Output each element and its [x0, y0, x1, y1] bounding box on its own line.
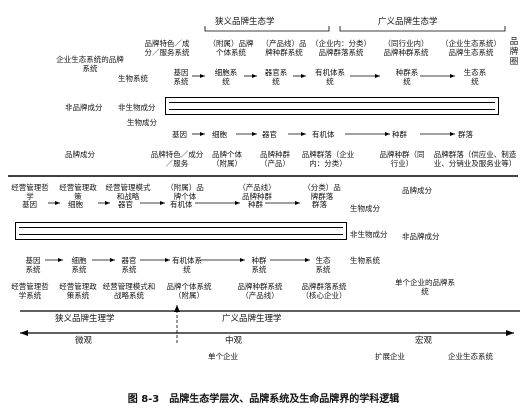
right-brand-component: 品牌成分 [402, 186, 432, 195]
enterprise-brand-system: 企业生态系统的品牌系统 [56, 55, 124, 73]
narrow-ecology-title: 狭义品牌生态学 [215, 17, 275, 27]
right-bio: 生物成分 [350, 204, 380, 213]
brand-sys-5: 品牌种群系统（产品线） [237, 282, 283, 300]
extended-enterprise: 扩展企业 [375, 352, 405, 361]
upper-bio-5: 种群系统 [395, 68, 419, 86]
non-brand-component: 非品牌成分 [65, 103, 103, 112]
brand-sys-4: 品牌个体系统（附属） [166, 282, 212, 300]
lower-bio-2: 细胞 [212, 130, 227, 139]
lower-sys-2: 细胞系统 [71, 256, 87, 274]
bottom-header-6: （分类）品牌群落 [303, 183, 341, 201]
figure-caption: 图 8-3 品牌生态学层次、品牌系统及生命品牌界的学科逻辑 [127, 394, 400, 405]
lower-bio-4: 有机体 [312, 130, 335, 139]
top-header-4: （企业内：分类）品牌群落系统 [311, 39, 371, 57]
lower-sys-6: 生态系统 [315, 256, 331, 274]
broad-physiology: 广义品牌生理学 [222, 314, 282, 324]
lower-bio-1: 基因 [172, 130, 187, 139]
top-header-3: （产品线）品牌种群系统 [261, 39, 307, 57]
narrow-physiology: 狭义品牌生理学 [55, 314, 115, 324]
top-header-2: （附属）品牌个体系统 [208, 39, 254, 57]
lower-sys-4: 有机体系统 [172, 256, 202, 274]
bottom-bio-2: 细胞 [68, 200, 83, 209]
micro-label: 微观 [75, 336, 93, 346]
right-nonbio: 非生物成分 [350, 230, 388, 239]
upper-bio-2: 细胞系统 [214, 68, 238, 86]
bottom-bio-6: 群落 [312, 200, 327, 209]
right-bio-system: 生物系统 [350, 256, 380, 265]
upper-bio-3: 器官系统 [264, 68, 288, 86]
bottom-header-3: 经营管理模式和战略 [105, 183, 151, 201]
bottom-bio-3: 器官 [118, 200, 133, 209]
macro-label: 宏观 [415, 336, 433, 346]
brand-sys-3: 经营管理模式和战略系统 [102, 282, 156, 300]
right-non-brand: 非品牌成分 [402, 232, 440, 241]
broad-ecology-title: 广义品牌生态学 [378, 17, 438, 27]
top-header-1: 品牌特色／成分／服务系统 [144, 39, 190, 57]
brand-sphere-label: 品牌圈 [509, 37, 519, 67]
bottom-bio-5: 种群 [248, 200, 263, 209]
lower-sys-1: 基因系统 [25, 256, 41, 274]
brand-sys-2: 经营管理政策系统 [59, 282, 97, 300]
upper-bio-4: 有机体系统 [315, 68, 345, 86]
lower-sys-5: 种群系统 [251, 256, 267, 274]
bottom-header-5: （产品线）品牌种群 [238, 183, 276, 201]
meso-label: 中观 [225, 336, 243, 346]
bottom-header-2: 经营管理政策 [59, 183, 97, 201]
nonbio-component: 非生物成分 [118, 103, 156, 112]
top-bottom-1: 品牌特色／成分／服务 [150, 150, 204, 168]
single-enterprise: 单个企业 [208, 352, 238, 361]
bottom-header-1: 经营管理哲学 [11, 183, 49, 201]
bottom-bio-1: 基因 [22, 200, 37, 209]
top-header-6: （企业生态系统）品牌生态系统 [441, 39, 501, 57]
top-bottom-6: 品牌群落（供应业、制造业、分销业及服务业等） [433, 150, 517, 168]
top-bottom-2: 品牌个体（附属） [212, 150, 242, 168]
top-bottom-4: 品牌群落（企业内：分类） [301, 150, 355, 168]
brand-sys-1: 经营管理哲学系统 [11, 282, 49, 300]
lower-bio-3: 器官 [262, 130, 277, 139]
lower-sys-3: 器官系统 [121, 256, 137, 274]
brand-component: 品牌成分 [65, 150, 95, 159]
bottom-band [15, 222, 347, 240]
top-bottom-3: 品牌种群（产品） [260, 150, 290, 168]
upper-bio-1: 基因系统 [173, 68, 189, 86]
lower-bio-5: 种群 [392, 130, 407, 139]
bio-component: 生物成分 [127, 118, 157, 127]
lower-bio-6: 群落 [458, 130, 473, 139]
top-band [165, 97, 499, 115]
top-header-5: （同行业内）品牌种群系统 [383, 39, 429, 57]
bottom-header-4: （附属）品牌个体 [166, 183, 204, 201]
enterprise-ecosystem: 企业生态系统 [448, 352, 493, 361]
bio-system-label: 生物系统 [118, 74, 148, 83]
top-bottom-5: 品牌种群（同行业） [379, 150, 425, 168]
bottom-bio-4: 有机体 [170, 200, 193, 209]
single-enterprise-brand-system: 单个企业的品牌系统 [395, 278, 455, 296]
upper-bio-6: 生态系统 [463, 68, 487, 86]
brand-sys-6: 品牌群落系统（核心企业） [301, 282, 347, 300]
